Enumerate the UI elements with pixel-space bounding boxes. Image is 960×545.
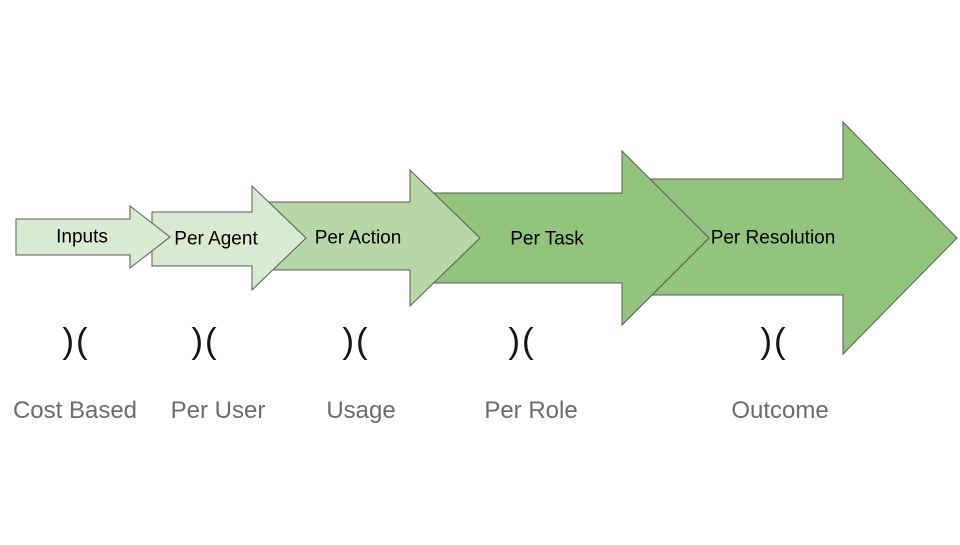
arrow-label: Per Action [314,227,402,249]
arrow-shape-inputs [15,204,171,270]
pricing-label: Per User [170,397,266,424]
pricing-label: Cost Based [12,397,138,424]
arrow-shape-per-resolution [643,120,958,356]
divider-symbol: )( [191,321,219,361]
divider-symbol: )( [508,321,536,361]
arrow-shape-per-action [255,168,481,308]
arrow-label: Per Agent [174,228,258,250]
arrow-label: Per Task [510,228,584,250]
pricing-label: Usage [326,397,396,424]
arrow-shape-per-task [423,149,710,327]
pricing-label: Per Role [484,397,578,424]
pricing-label: Outcome [731,397,829,424]
divider-symbol: )( [760,321,788,361]
divider-symbol: )( [342,321,370,361]
arrow-shape-per-agent [151,184,307,292]
arrow-label: Inputs [56,226,108,248]
arrow-label: Per Resolution [710,227,836,249]
divider-symbol: )( [62,321,90,361]
